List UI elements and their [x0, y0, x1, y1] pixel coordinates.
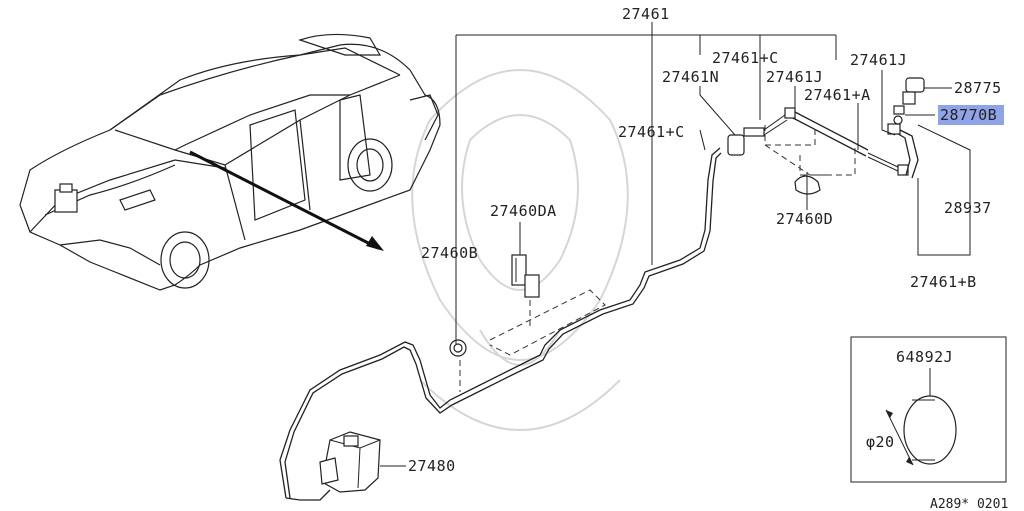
label-27461-a[interactable]: 27461+A — [804, 86, 871, 104]
clip-d-part — [794, 172, 821, 198]
label-27461j-mid[interactable]: 27461J — [766, 68, 823, 86]
label-28937[interactable]: 28937 — [944, 199, 992, 217]
footer-code: A289* 0201 — [930, 497, 1008, 511]
label-28770b[interactable]: 28770B — [940, 106, 997, 124]
leader-lines — [380, 22, 971, 467]
hidden-lines — [459, 125, 856, 392]
label-27460d[interactable]: 27460D — [776, 210, 833, 228]
label-27460da[interactable]: 27460DA — [490, 202, 557, 220]
label-27461-c-top[interactable]: 27461+C — [712, 49, 779, 67]
highlight-28770b — [938, 105, 1004, 125]
car-tank-icon — [54, 183, 78, 213]
label-28775[interactable]: 28775 — [954, 79, 1002, 97]
check-valve-part — [727, 114, 788, 156]
connector-part — [887, 123, 919, 179]
label-27461j-right[interactable]: 27461J — [850, 51, 907, 69]
hose-a-part — [784, 107, 909, 176]
washer-nozzle-part — [893, 77, 925, 125]
label-27461-b[interactable]: 27461+B — [910, 273, 977, 291]
clip-da-part — [511, 254, 540, 298]
label-27461[interactable]: 27461 — [622, 5, 670, 23]
car-illustration — [19, 33, 441, 291]
grommet-inset — [850, 336, 1007, 483]
label-27461n[interactable]: 27461N — [662, 68, 719, 86]
label-64892j[interactable]: 64892J — [896, 348, 953, 366]
clip-b-part — [449, 339, 467, 357]
label-27461-c-left[interactable]: 27461+C — [618, 123, 685, 141]
hose-routing — [279, 147, 722, 501]
label-27480[interactable]: 27480 — [408, 457, 456, 475]
washer-tank-part — [319, 431, 381, 493]
label-27460b[interactable]: 27460B — [421, 244, 478, 262]
label-diameter: φ20 — [866, 433, 895, 451]
location-arrow — [189, 150, 384, 251]
